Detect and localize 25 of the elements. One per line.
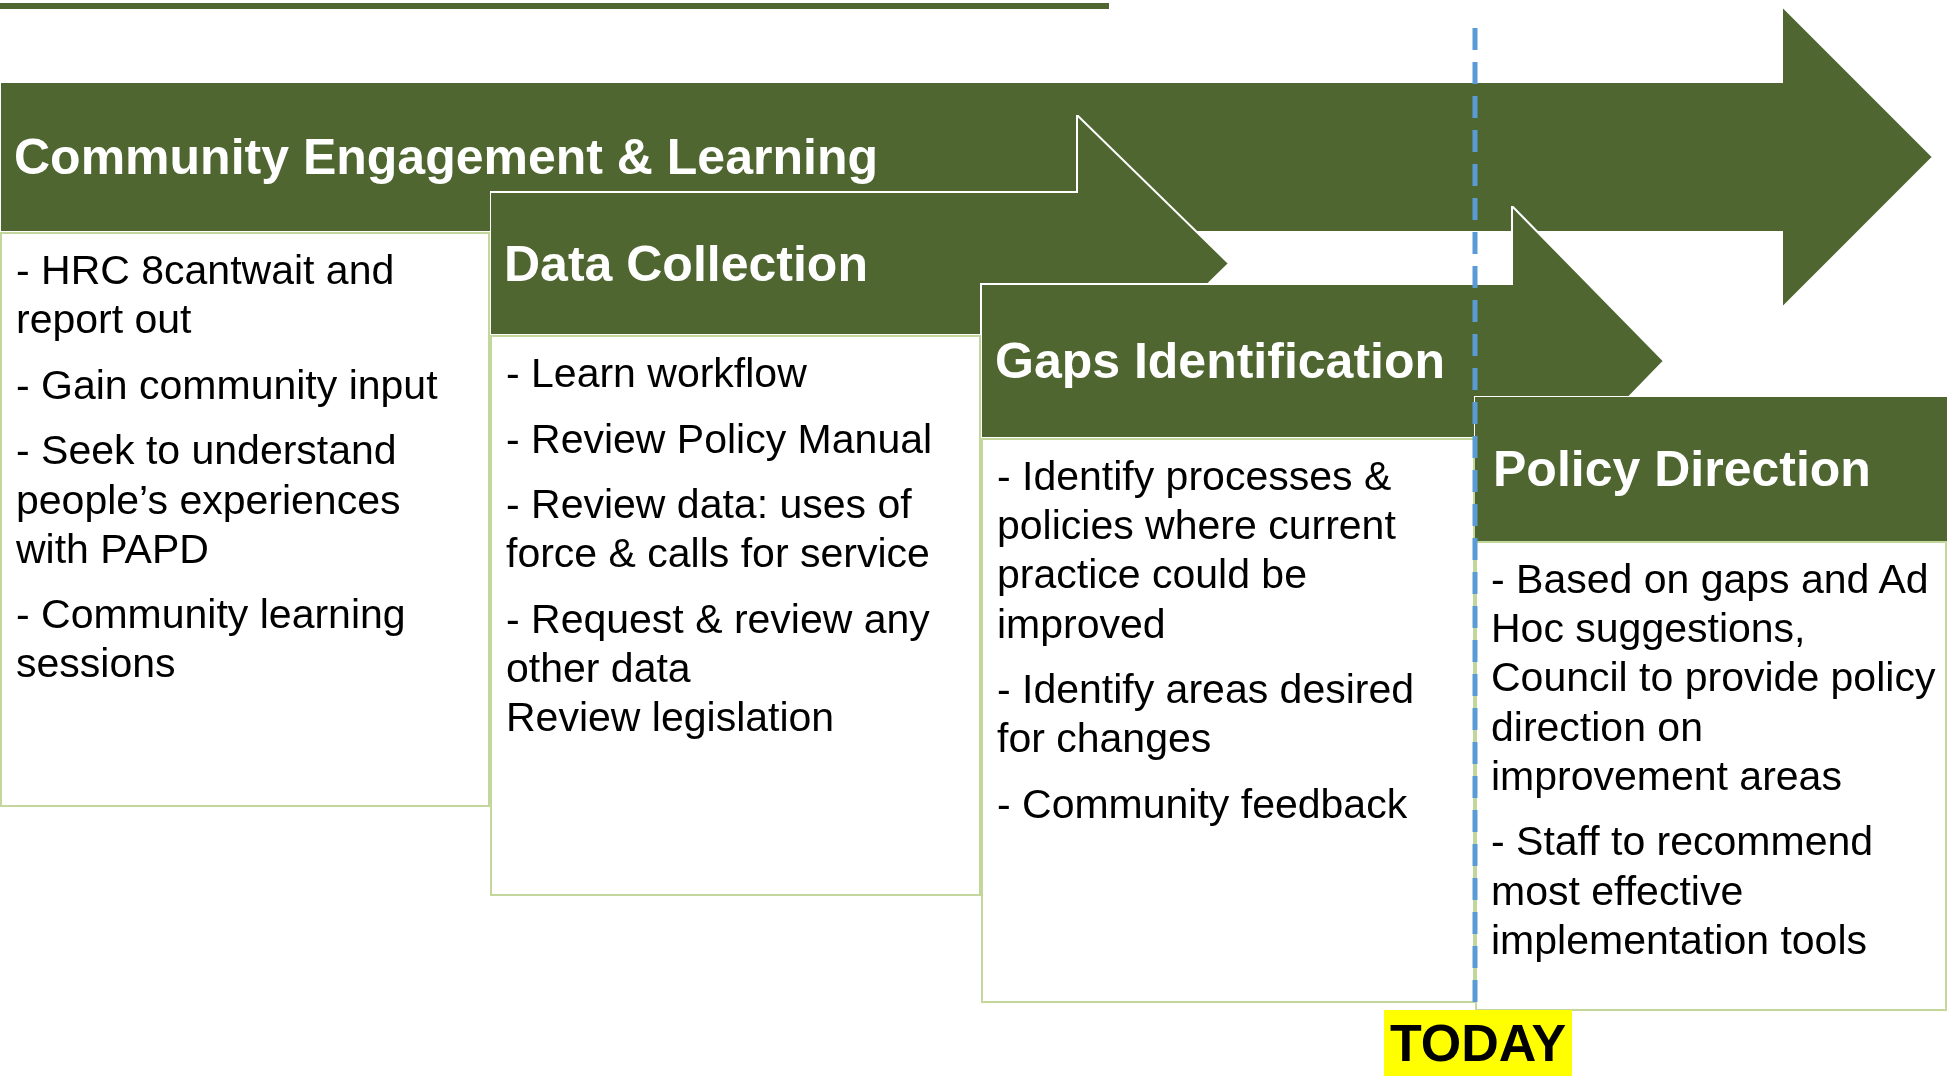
bullet-text: - Based on gaps and Ad Hoc suggestions, Council to provide policy direction on improvement areas [1491,555,1937,801]
content-box [1475,541,1947,1011]
bullet-text: Review legislation [506,693,836,743]
bullet-text: - Community learning sessions [16,590,407,689]
bullet-text: - HRC 8cantwait and report out [16,246,396,345]
bullet-text: - Community feedback [997,779,1409,829]
bullet-text: - Request & review any other data [506,594,931,694]
content-box [0,232,490,807]
today-label: TODAY [1384,1010,1573,1076]
bullet-text: - Staff to recommend most effective implementation tools [1491,817,1875,965]
bullet-text: - Learn workflow [506,349,808,398]
heading-text: Data Collection [504,234,868,294]
heading-text: Community Engagement & Learning [14,128,878,187]
bullet-text: - Gain community input [16,360,439,410]
bullet-text: - Identify processes & policies where current practice could be improved [997,452,1397,649]
bullet-text: - Identify areas desired for changes [997,665,1416,764]
bullet-text: - Seek to understand people’s experiences with PAPD [16,426,402,574]
bullet-text: - Review Policy Manual [506,414,934,464]
phase-banner [981,206,1664,438]
bullet-text: - Review data: uses of force & calls for service [506,480,931,579]
heading-text: Gaps Identification [995,332,1446,391]
content-box [490,335,981,896]
phase-banner [1475,397,1947,541]
heading-text: Policy Direction [1493,440,1871,499]
content-box [981,438,1475,1003]
